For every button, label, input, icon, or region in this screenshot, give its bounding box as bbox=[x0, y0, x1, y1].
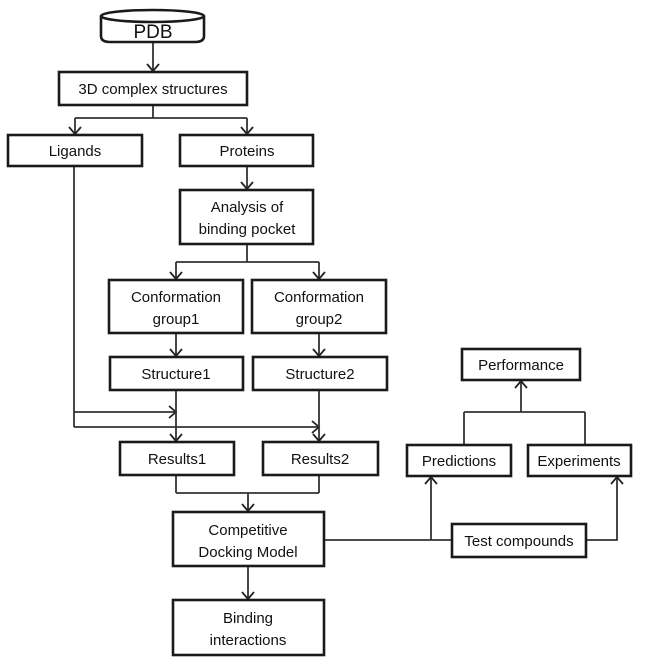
node-competitive: Competitive Docking Model bbox=[171, 510, 326, 568]
edge-test-experiments bbox=[586, 477, 618, 541]
edge-to-performance bbox=[463, 381, 586, 444]
edge-structure-results bbox=[175, 390, 320, 441]
binding-label-1: Binding bbox=[223, 610, 273, 627]
connectors bbox=[68, 42, 624, 601]
node-conf1: Conformation group1 bbox=[107, 278, 245, 335]
node-results1: Results1 bbox=[118, 440, 236, 477]
performance-label: Performance bbox=[478, 357, 564, 374]
conf1-label-2: group1 bbox=[153, 311, 200, 328]
binding-label-2: interactions bbox=[210, 632, 287, 649]
structure2-label: Structure2 bbox=[285, 366, 354, 383]
competitive-label-2: Docking Model bbox=[198, 544, 297, 561]
edge-conf-structure bbox=[175, 333, 320, 356]
node-ligands: Ligands bbox=[6, 133, 144, 168]
database-top bbox=[99, 8, 206, 24]
arrowhead bbox=[169, 271, 326, 281]
competitive-label-1: Competitive bbox=[208, 522, 287, 539]
node-conf2: Conformation group2 bbox=[250, 278, 388, 335]
node-structure1: Structure1 bbox=[108, 355, 245, 392]
node-proteins: Proteins bbox=[178, 133, 315, 168]
experiments-label: Experiments bbox=[537, 453, 620, 470]
node-experiments: Experiments bbox=[526, 443, 633, 478]
arrowhead bbox=[169, 348, 326, 358]
node-analysis: Analysis of binding pocket bbox=[178, 188, 315, 246]
pdb-label: PDB bbox=[133, 22, 172, 43]
arrowhead bbox=[169, 433, 326, 443]
conf2-label-2: group2 bbox=[296, 311, 343, 328]
node-complex: 3D complex structures bbox=[57, 70, 249, 107]
node-results2: Results2 bbox=[261, 440, 380, 477]
node-performance: Performance bbox=[460, 347, 582, 382]
analysis-label-2: binding pocket bbox=[199, 221, 297, 238]
predictions-label: Predictions bbox=[422, 453, 496, 470]
test-compounds-label: Test compounds bbox=[464, 533, 573, 550]
arrowhead bbox=[168, 405, 321, 434]
node-pdb: PDB bbox=[99, 8, 206, 44]
complex-label: 3D complex structures bbox=[78, 81, 227, 98]
edge-analysis-split bbox=[175, 244, 320, 279]
edge-results-competitive bbox=[175, 475, 320, 511]
results1-label: Results1 bbox=[148, 451, 206, 468]
node-structure2: Structure2 bbox=[251, 355, 389, 392]
edge-competitive-test bbox=[324, 477, 452, 541]
ligands-label: Ligands bbox=[49, 143, 102, 160]
node-predictions: Predictions bbox=[405, 443, 513, 478]
edge-complex-split bbox=[74, 105, 248, 134]
arrowhead bbox=[68, 126, 254, 136]
structure1-label: Structure1 bbox=[141, 366, 210, 383]
node-test-compounds: Test compounds bbox=[450, 522, 588, 559]
results2-label: Results2 bbox=[291, 451, 349, 468]
analysis-label-1: Analysis of bbox=[211, 199, 284, 216]
conf1-label-1: Conformation bbox=[131, 289, 221, 306]
proteins-label: Proteins bbox=[219, 143, 274, 160]
node-binding: Binding interactions bbox=[171, 598, 326, 657]
edge-ligands-results bbox=[73, 166, 319, 428]
conf2-label-1: Conformation bbox=[274, 289, 364, 306]
